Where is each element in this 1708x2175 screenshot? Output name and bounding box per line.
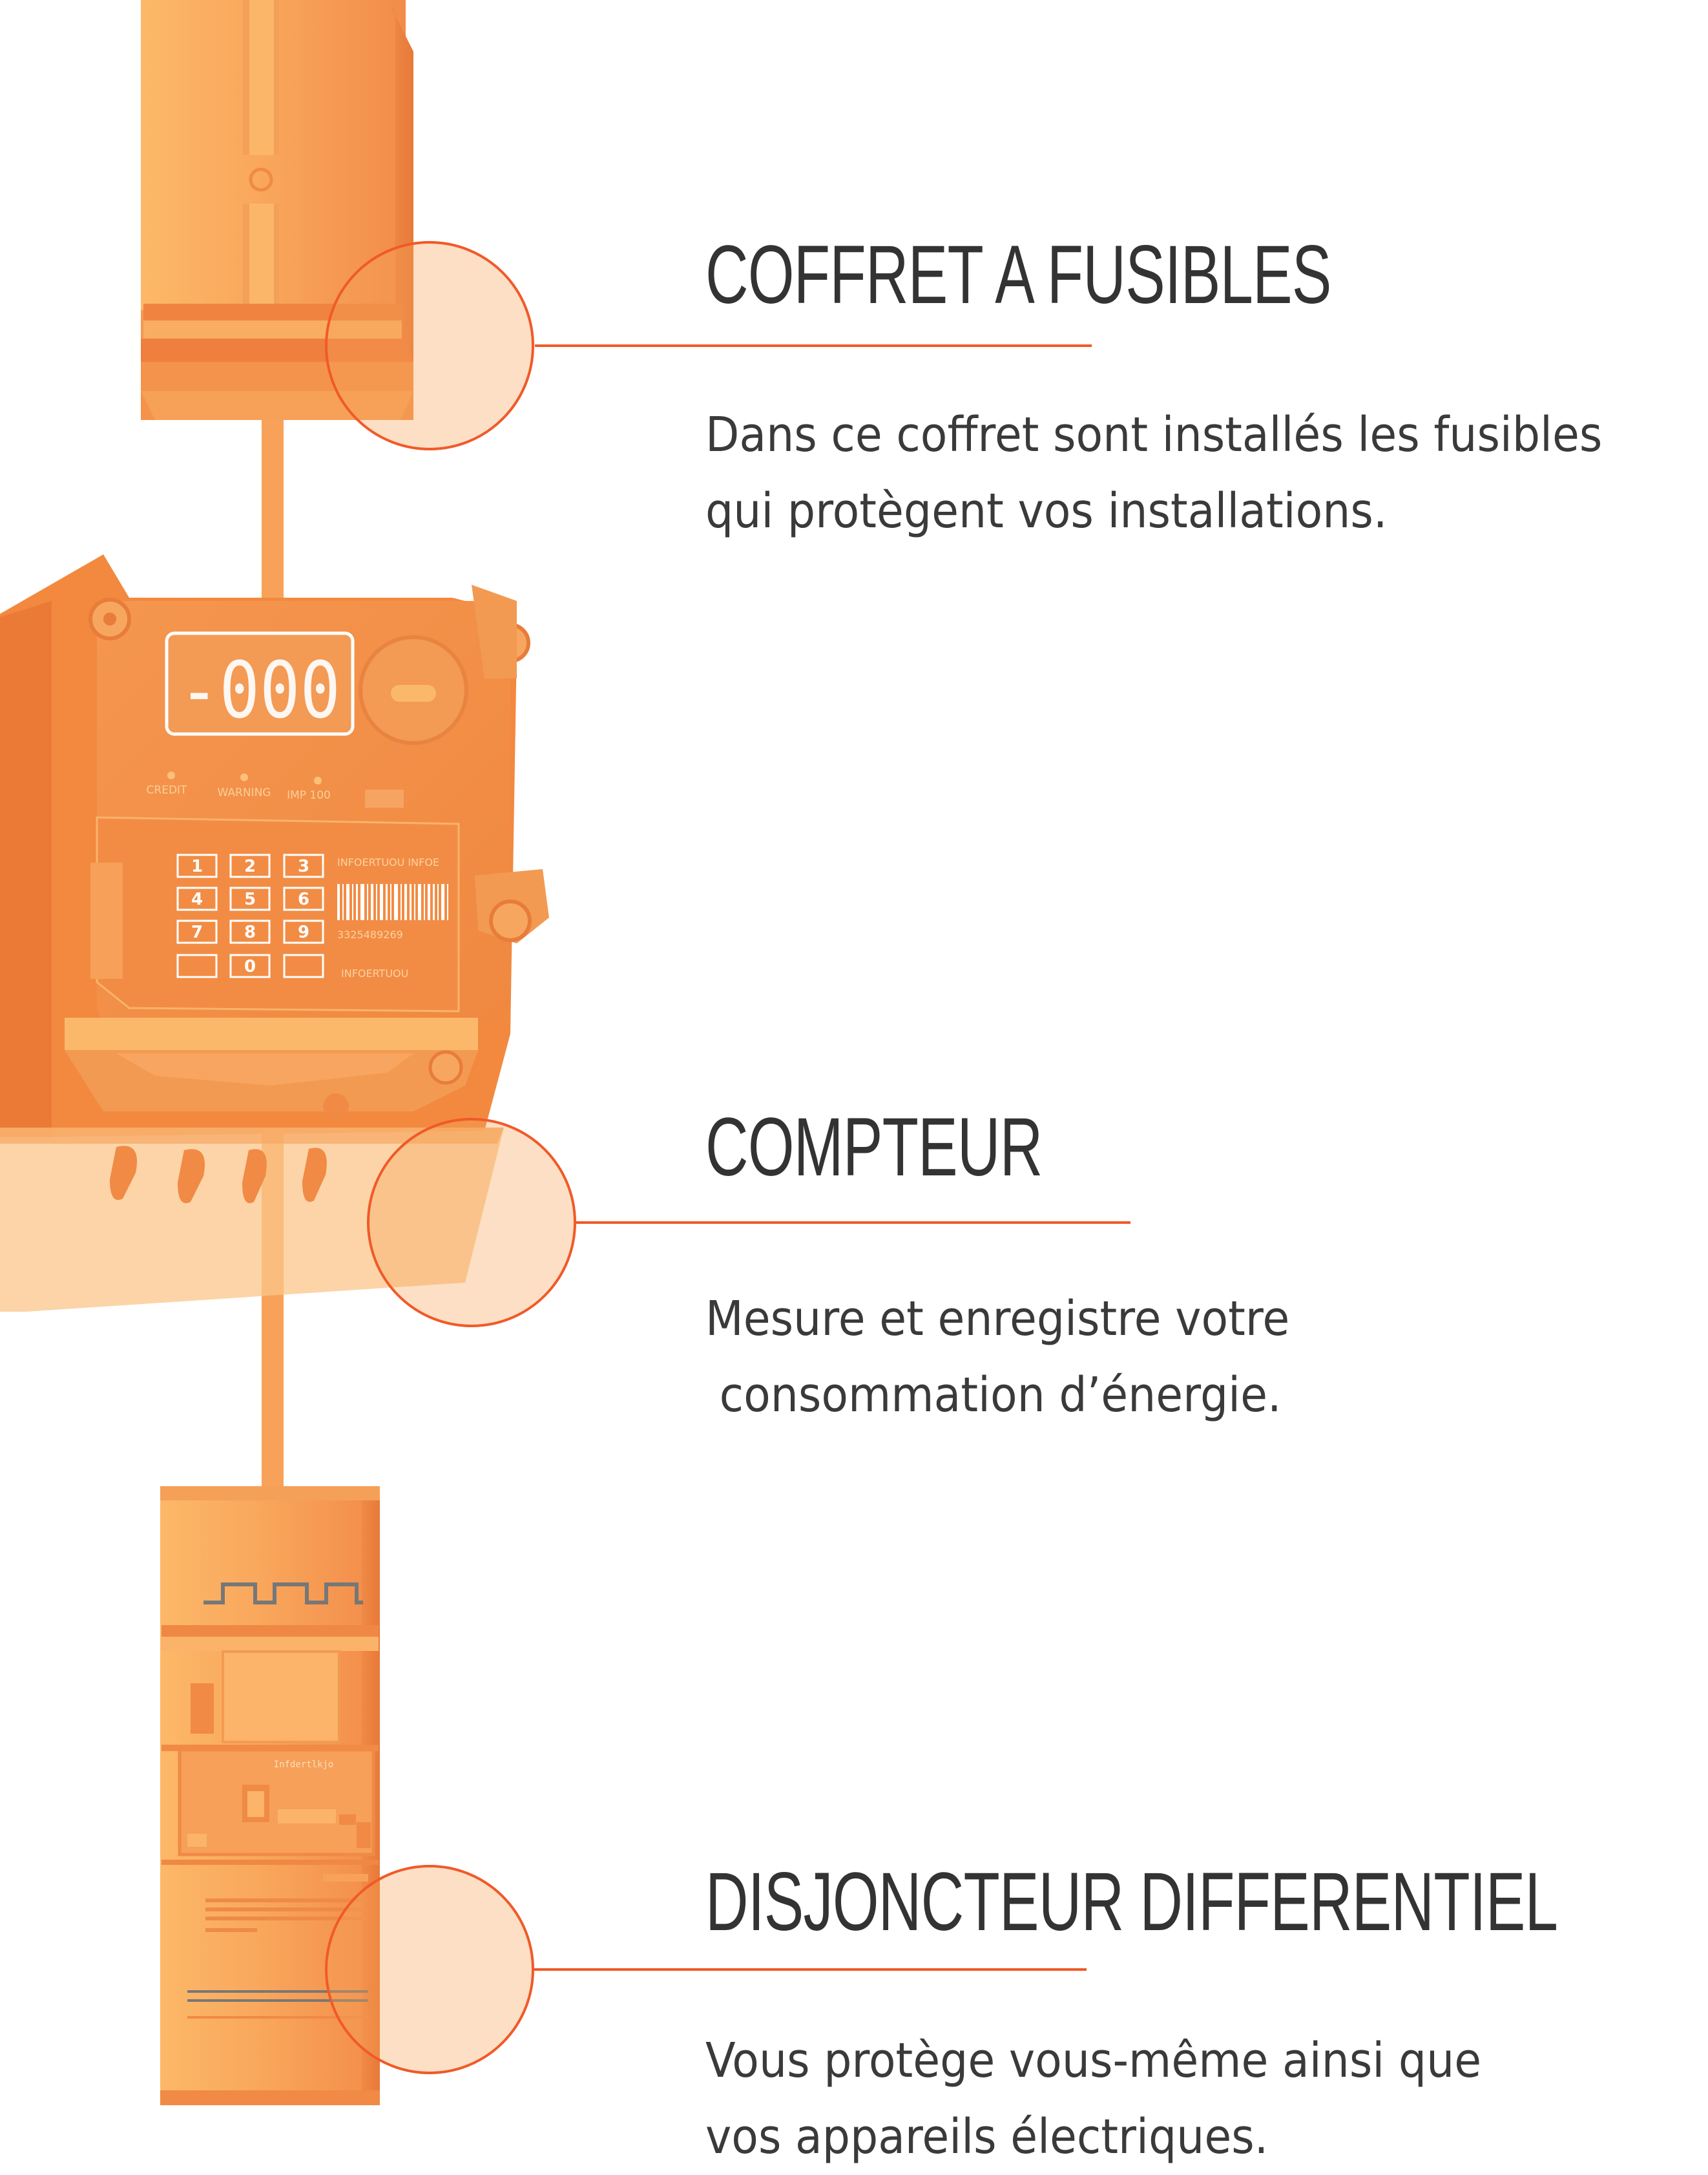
meter-description: Mesure et enregistre votre consommation …: [705, 1281, 1289, 1433]
meter-title: COMPTEUR: [705, 1101, 1043, 1193]
key-2: 2: [244, 857, 256, 876]
breaker-description-line: Vous protège vous-même ainsi que: [705, 2033, 1482, 2088]
key-6: 6: [298, 890, 309, 909]
meter-illustration: -000 CREDIT WARNING IMP 100 1 2 3 4 5 6: [0, 554, 549, 1312]
fuse-box-description-line: Dans ce coffret sont installés les fusib…: [705, 407, 1603, 463]
key-1: 1: [191, 857, 203, 876]
breaker-description-line: vos appareils électriques.: [705, 2109, 1269, 2165]
meter-brand-top: INFOERTUOU INFOE: [337, 856, 439, 868]
breaker-illustration: Infdertlkjo: [160, 1486, 380, 2105]
pulse-symbol: [203, 1582, 363, 1604]
key-0: 0: [244, 957, 256, 976]
breaker-title: DISJONCTEUR DIFFERENTIEL: [705, 1856, 1558, 1948]
meter-description-line: consommation d’énergie.: [705, 1367, 1282, 1423]
meter-display: [165, 631, 355, 736]
meter-barcode: [337, 884, 448, 920]
key-3: 3: [298, 857, 309, 876]
key-8: 8: [244, 923, 256, 942]
fuse-box-highlight: [325, 241, 1092, 450]
meter-description-line: Mesure et enregistre votre: [705, 1291, 1290, 1347]
key-7: 7: [191, 923, 203, 942]
key-5: 5: [244, 890, 256, 909]
fuse-box-description-line: qui protègent vos installations.: [705, 483, 1388, 539]
meter-brand-bottom: INFOERTUOU: [341, 967, 408, 980]
meter-serial: 3325489269: [337, 929, 403, 941]
indicator-imp-label: IMP 100: [287, 789, 331, 802]
meter-highlight: [367, 1118, 1130, 1327]
fuse-box-title: COFFRET A FUSIBLES: [705, 229, 1331, 321]
key-9: 9: [298, 923, 309, 942]
key-4: 4: [191, 890, 203, 909]
meter-display-value: -000: [179, 646, 340, 736]
fuse-box-illustration: [141, 0, 413, 420]
breaker-description: Vous protège vous-même ainsi que vos app…: [705, 2023, 1481, 2175]
keypad: 1 2 3 4 5 6 7 8 9 0: [176, 854, 324, 978]
fuse-box-description: Dans ce coffret sont installés les fusib…: [705, 397, 1602, 549]
breaker-highlight: [325, 1865, 1087, 2074]
breaker-label: Infdertlkjo: [274, 1760, 334, 1770]
indicator-credit-label: CREDIT: [147, 784, 188, 797]
indicator-warning-label: WARNING: [218, 786, 271, 799]
